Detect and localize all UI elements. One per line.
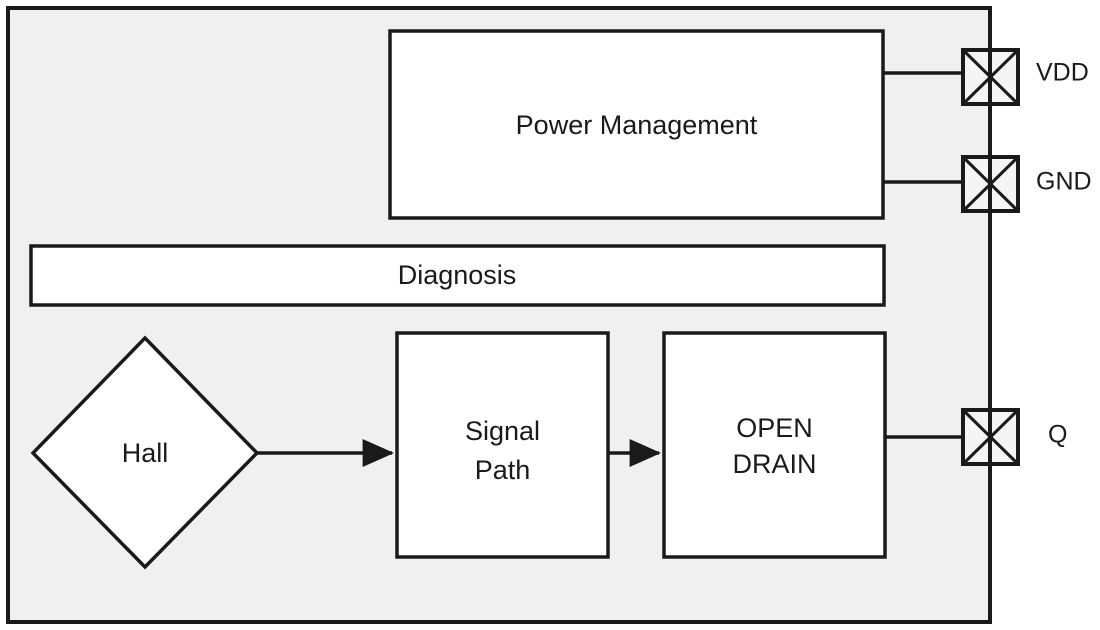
pad-q-label: Q — [1048, 421, 1067, 449]
block-hall-label: Hall — [122, 438, 169, 468]
pad-gnd-label: GND — [1036, 168, 1092, 196]
block-diagnosis-label: Diagnosis — [398, 260, 517, 290]
pad-vdd-label: VDD — [1036, 59, 1089, 87]
pad-vdd[interactable]: VDD — [961, 48, 1089, 106]
block-power-management-label: Power Management — [516, 110, 758, 140]
block-power-management[interactable]: Power Management — [388, 29, 885, 220]
block-signal-path-label-line1: Signal — [465, 416, 540, 446]
block-diagnosis[interactable]: Diagnosis — [29, 244, 886, 307]
block-open-drain-label-line2: DRAIN — [732, 449, 816, 479]
block-hall[interactable]: Hall — [30, 335, 260, 570]
block-signal-path-label-line2: Path — [475, 455, 531, 485]
pad-q[interactable]: Q — [961, 408, 1067, 466]
block-signal-path[interactable]: Signal Path — [395, 331, 610, 559]
block-open-drain[interactable]: OPEN DRAIN — [662, 331, 887, 559]
pad-gnd[interactable]: GND — [961, 155, 1092, 213]
block-open-drain-label-line1: OPEN — [736, 413, 813, 443]
